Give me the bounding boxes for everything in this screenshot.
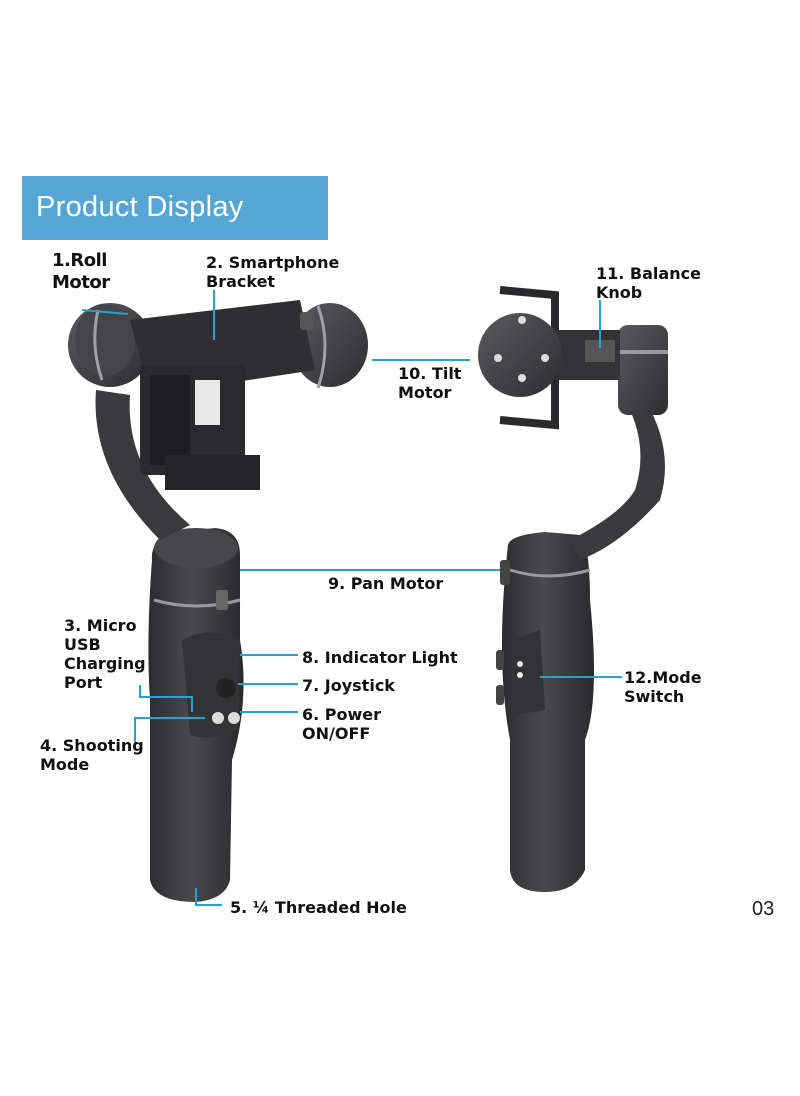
label-micro-usb-charging-port: 3. Micro USB Charging Port	[64, 616, 146, 692]
label-shooting-mode: 4. Shooting Mode	[40, 736, 144, 774]
label-tilt-motor: 10. Tilt Motor	[398, 364, 462, 402]
callout-lines	[81, 290, 622, 906]
label-pan-motor: 9. Pan Motor	[328, 574, 444, 593]
section-title: Product Display	[36, 191, 244, 223]
page-number: 03	[752, 898, 775, 920]
label-indicator-light: 8. Indicator Light	[302, 648, 458, 667]
section-header-banner: Product Display	[22, 176, 328, 240]
label-balance-knob: 11. Balance Knob	[596, 264, 701, 302]
label-joystick: 7. Joystick	[302, 676, 395, 695]
label-smartphone-bracket: 2. Smartphone Bracket	[206, 253, 340, 291]
left-gimbal	[68, 300, 368, 902]
label-power-on-off: 6. Power ON/OFF	[302, 705, 382, 743]
right-gimbal	[478, 286, 668, 892]
label-mode-switch: 12.Mode Switch	[624, 668, 702, 706]
label-threaded-hole: 5. ¼ Threaded Hole	[230, 898, 407, 917]
label-roll-motor: 1.Roll Motor	[52, 250, 110, 293]
